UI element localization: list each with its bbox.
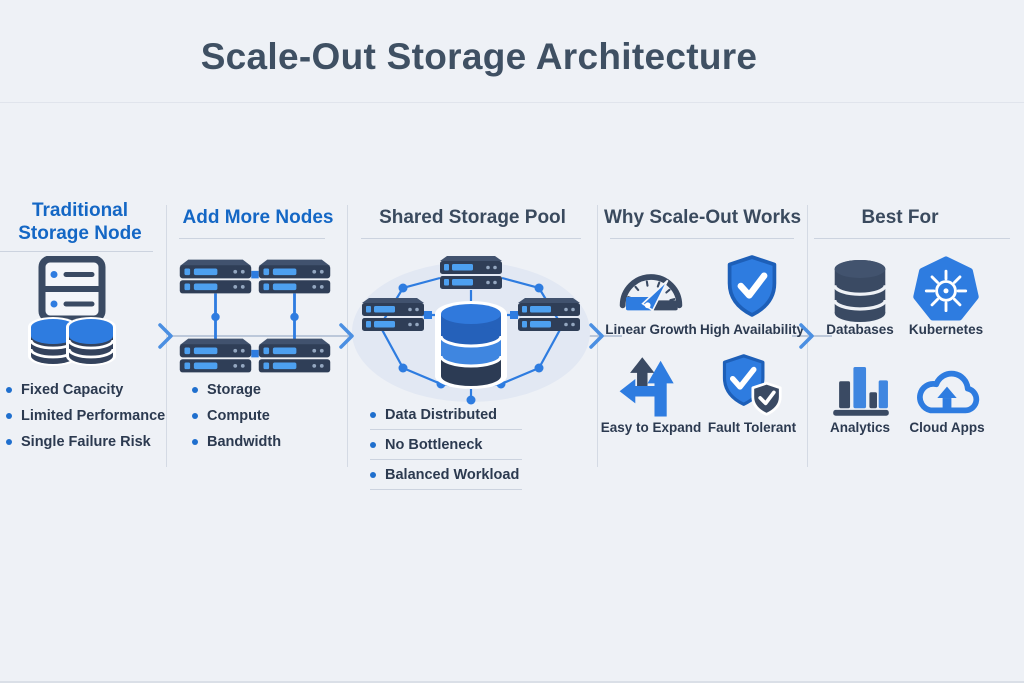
shared-pool-bullet-list: Data Distributed No Bottleneck Balanced … <box>370 407 522 497</box>
bullet-dot-icon <box>192 387 198 393</box>
bullet-dot-icon <box>192 413 198 419</box>
gauge-icon <box>619 274 683 312</box>
title-divider <box>0 102 1024 103</box>
bullet-dot-icon <box>370 472 376 478</box>
feature-label: Cloud Apps <box>909 420 985 435</box>
column-heading-traditional: Traditional Storage Node <box>18 200 142 244</box>
shared-storage-pool-icon <box>352 256 590 405</box>
bullet-dot-icon <box>6 413 12 419</box>
bullet-item: Limited Performance <box>6 408 165 424</box>
column-divider <box>166 205 167 467</box>
expand-arrows-icon <box>619 357 674 417</box>
database-icon <box>833 260 887 322</box>
bottom-edge-line <box>0 681 1024 683</box>
bullet-item: Fixed Capacity <box>6 382 165 398</box>
bullet-item: Bandwidth <box>192 434 281 450</box>
column-heading-shared-pool: Shared Storage Pool <box>379 207 566 228</box>
bullet-dot-icon <box>370 442 376 448</box>
heading-underline <box>361 238 581 239</box>
bullet-item: No Bottleneck <box>370 437 522 460</box>
heading-underline <box>814 238 1010 239</box>
bullet-dot-icon <box>192 439 198 445</box>
column-heading-why-scale-out: Why Scale-Out Works <box>603 207 802 228</box>
storage-server-icon <box>28 256 116 366</box>
feature-label: Analytics <box>829 420 891 435</box>
chevron-right-icon <box>339 323 354 349</box>
bullet-item: Data Distributed <box>370 407 522 430</box>
bullet-dot-icon <box>6 387 12 393</box>
add-nodes-bullet-list: Storage Compute Bandwidth <box>192 382 281 460</box>
double-shield-icon <box>722 354 782 416</box>
bullet-item: Storage <box>192 382 281 398</box>
bullet-dot-icon <box>6 439 12 445</box>
page-title: Scale-Out Storage Architecture <box>200 36 758 77</box>
feature-label: Fault Tolerant <box>707 420 797 435</box>
chevron-right-icon <box>158 323 173 349</box>
kubernetes-icon <box>913 256 979 321</box>
bar-chart-icon <box>833 366 889 416</box>
bullet-item: Balanced Workload <box>370 467 522 490</box>
feature-label: Kubernetes <box>908 322 984 337</box>
chevron-right-icon <box>799 323 814 349</box>
heading-underline <box>179 238 325 239</box>
feature-label: Databases <box>826 322 894 337</box>
feature-label: Easy to Expand <box>600 420 702 435</box>
feature-label: High Availability <box>700 322 805 337</box>
heading-underline <box>610 238 794 239</box>
column-heading-add-nodes: Add More Nodes <box>182 207 334 228</box>
cloud-upload-icon <box>917 370 980 414</box>
bullet-item: Compute <box>192 408 281 424</box>
traditional-bullet-list: Fixed Capacity Limited Performance Singl… <box>6 382 165 460</box>
bullet-dot-icon <box>370 412 376 418</box>
server-cluster-icon <box>179 259 331 373</box>
chevron-right-icon <box>589 323 604 349</box>
feature-label: Linear Growth <box>605 322 697 337</box>
column-heading-best-for: Best For <box>861 207 939 228</box>
bullet-item: Single Failure Risk <box>6 434 165 450</box>
heading-underline <box>0 251 153 252</box>
shield-check-icon <box>727 255 777 317</box>
